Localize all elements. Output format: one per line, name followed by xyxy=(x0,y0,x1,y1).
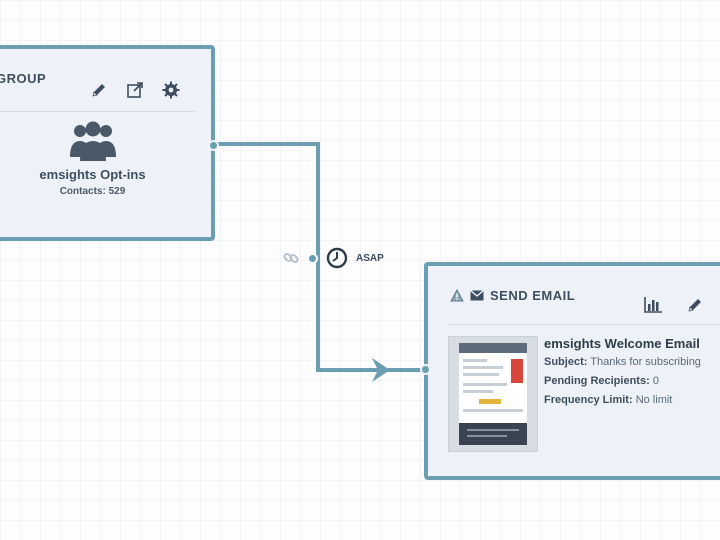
group-contacts-count: Contacts: 529 xyxy=(59,186,126,197)
people-group-icon xyxy=(69,121,116,161)
connector-delay[interactable]: ASAP xyxy=(283,247,384,269)
open-external-icon[interactable] xyxy=(124,79,146,101)
send-email-title: SEND EMAIL xyxy=(490,288,576,303)
email-preview-thumbnail[interactable] xyxy=(448,336,538,452)
envelope-icon xyxy=(470,290,484,301)
email-subject-value: Thanks for subscribing xyxy=(590,356,701,368)
group-node-header: GROUP xyxy=(0,49,211,111)
email-name: emsights Welcome Email xyxy=(544,336,700,351)
email-pending-key: Pending Recipients: xyxy=(544,375,650,387)
gear-icon[interactable] xyxy=(160,79,182,101)
email-frequency-value: No limit xyxy=(635,394,673,406)
delay-label: ASAP xyxy=(356,252,384,264)
email-frequency-row: Frequency Limit: No limit xyxy=(544,394,720,406)
email-header-divider xyxy=(448,324,720,325)
link-icon[interactable] xyxy=(283,250,299,266)
group-header-divider xyxy=(0,111,195,112)
email-input-port[interactable] xyxy=(420,364,431,375)
bar-chart-icon[interactable] xyxy=(642,294,664,316)
clock-icon xyxy=(326,247,348,269)
email-pending-value: 0 xyxy=(652,375,659,387)
group-node-body: emsights Opt-ins Contacts: 529 xyxy=(0,119,211,197)
email-pending-row: Pending Recipients: 0 xyxy=(544,375,720,387)
email-preview-image xyxy=(449,337,537,451)
group-node-title: GROUP xyxy=(0,71,47,86)
email-subject-row: Subject: Thanks for subscribing xyxy=(544,356,720,368)
group-name: emsights Opt-ins xyxy=(39,167,146,182)
edit-pencil-icon[interactable] xyxy=(88,79,110,101)
email-details: emsights Welcome Email Subject: Thanks f… xyxy=(544,336,720,413)
email-subject-key: Subject: xyxy=(544,356,588,368)
warning-triangle-icon xyxy=(450,289,464,302)
group-node[interactable]: GROUP xyxy=(0,45,219,241)
group-output-port[interactable] xyxy=(208,140,219,151)
edit-pencil-icon[interactable] xyxy=(684,294,706,316)
arrow-right-icon xyxy=(372,358,390,382)
send-email-node[interactable]: SEND EMAIL xyxy=(420,262,720,480)
send-email-header: SEND EMAIL xyxy=(450,288,575,303)
email-frequency-key: Frequency Limit: xyxy=(544,394,633,406)
connector-mid-port[interactable] xyxy=(307,252,318,264)
